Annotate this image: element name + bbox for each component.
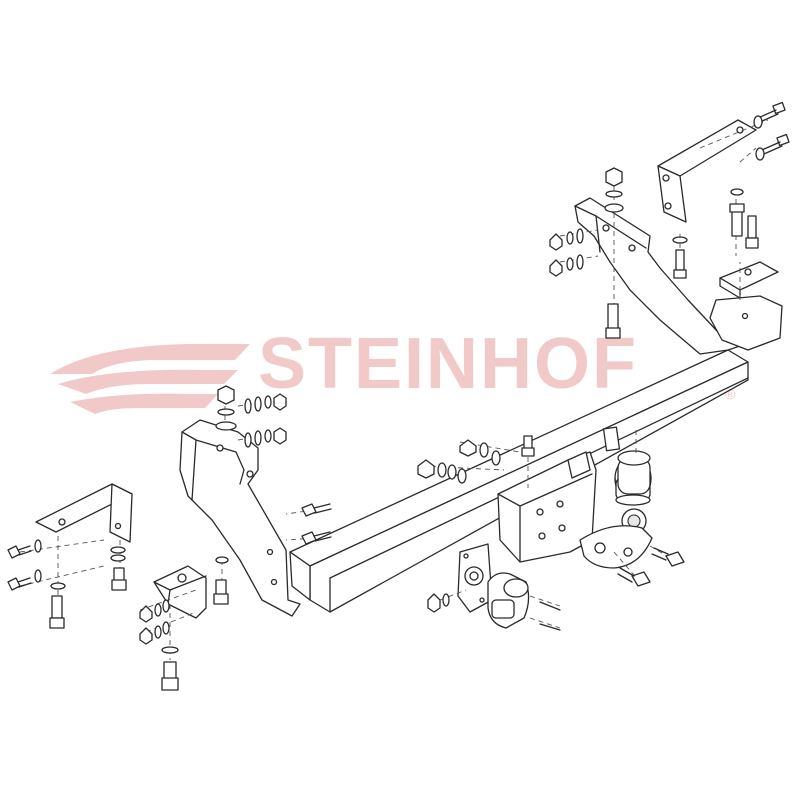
bolt-icon: [161, 661, 179, 691]
washer-icon: [755, 147, 765, 161]
bolt-icon: [745, 215, 759, 249]
washer-icon: [672, 236, 688, 244]
washer-icon: [34, 569, 42, 583]
washer-icon: [217, 408, 235, 416]
left-lower-bracket: [153, 565, 207, 619]
main-crossbar: [289, 349, 749, 613]
bolt-icon: [673, 249, 687, 279]
fasteners: [7, 101, 790, 691]
nut-washer-stack-icon: [427, 593, 450, 613]
registered-mark: ®: [725, 386, 736, 402]
nut-washer-stack-icon: [459, 439, 501, 466]
nut-washer-stack-icon: [139, 599, 170, 623]
nut-washer-stack-icon: [244, 427, 287, 448]
brand-watermark-text: STEINHOF: [258, 324, 639, 404]
steinhof-watermark-logo: STEINHOF ®: [40, 322, 760, 422]
bolt-icon: [757, 101, 786, 123]
nut-washer-stack-icon: [549, 228, 584, 251]
nut-icon: [605, 167, 623, 187]
washer-icon: [605, 190, 623, 198]
washer-icon: [34, 539, 42, 553]
bolt-icon: [301, 531, 332, 545]
washer-icon: [215, 421, 237, 431]
electrical-socket: [457, 543, 530, 629]
washer-icon: [753, 115, 763, 129]
right-spacer-plate: [719, 261, 779, 299]
nut-washer-stack-icon: [244, 393, 287, 414]
washer-icon: [161, 646, 179, 654]
bolt-icon: [605, 303, 621, 339]
bolt-icon: [729, 203, 745, 237]
right-side-plate: [574, 197, 783, 355]
nut-washer-stack-icon: [417, 459, 467, 484]
bolt-icon: [213, 579, 229, 605]
bolt-icon: [617, 567, 651, 587]
nut-washer-stack-icon: [549, 254, 584, 277]
bolt-icon: [111, 567, 127, 591]
logo-swoosh-icon: [50, 343, 250, 414]
bolt-icon: [49, 595, 65, 629]
screw-icon: [539, 623, 561, 631]
screw-icon: [539, 601, 561, 611]
ball-cover: [617, 450, 651, 495]
bolt-icon: [761, 133, 790, 155]
left-mounting-bracket: [35, 483, 133, 543]
washer-icon: [604, 203, 624, 213]
bolt-icon: [651, 547, 685, 567]
washer-icon: [730, 188, 744, 196]
upper-right-mounting-bracket: [657, 119, 757, 223]
bolt-icon: [301, 503, 332, 517]
washer-icon: [215, 556, 229, 564]
bolt-icon: [7, 545, 32, 559]
nut-washer-stack-icon: [139, 621, 170, 645]
washer-icon: [50, 582, 66, 590]
bolt-icon: [7, 577, 32, 591]
nut-icon: [217, 385, 235, 405]
bolt-icon: [521, 435, 535, 457]
washer-icon: [110, 554, 126, 562]
washer-icon: [110, 546, 126, 554]
